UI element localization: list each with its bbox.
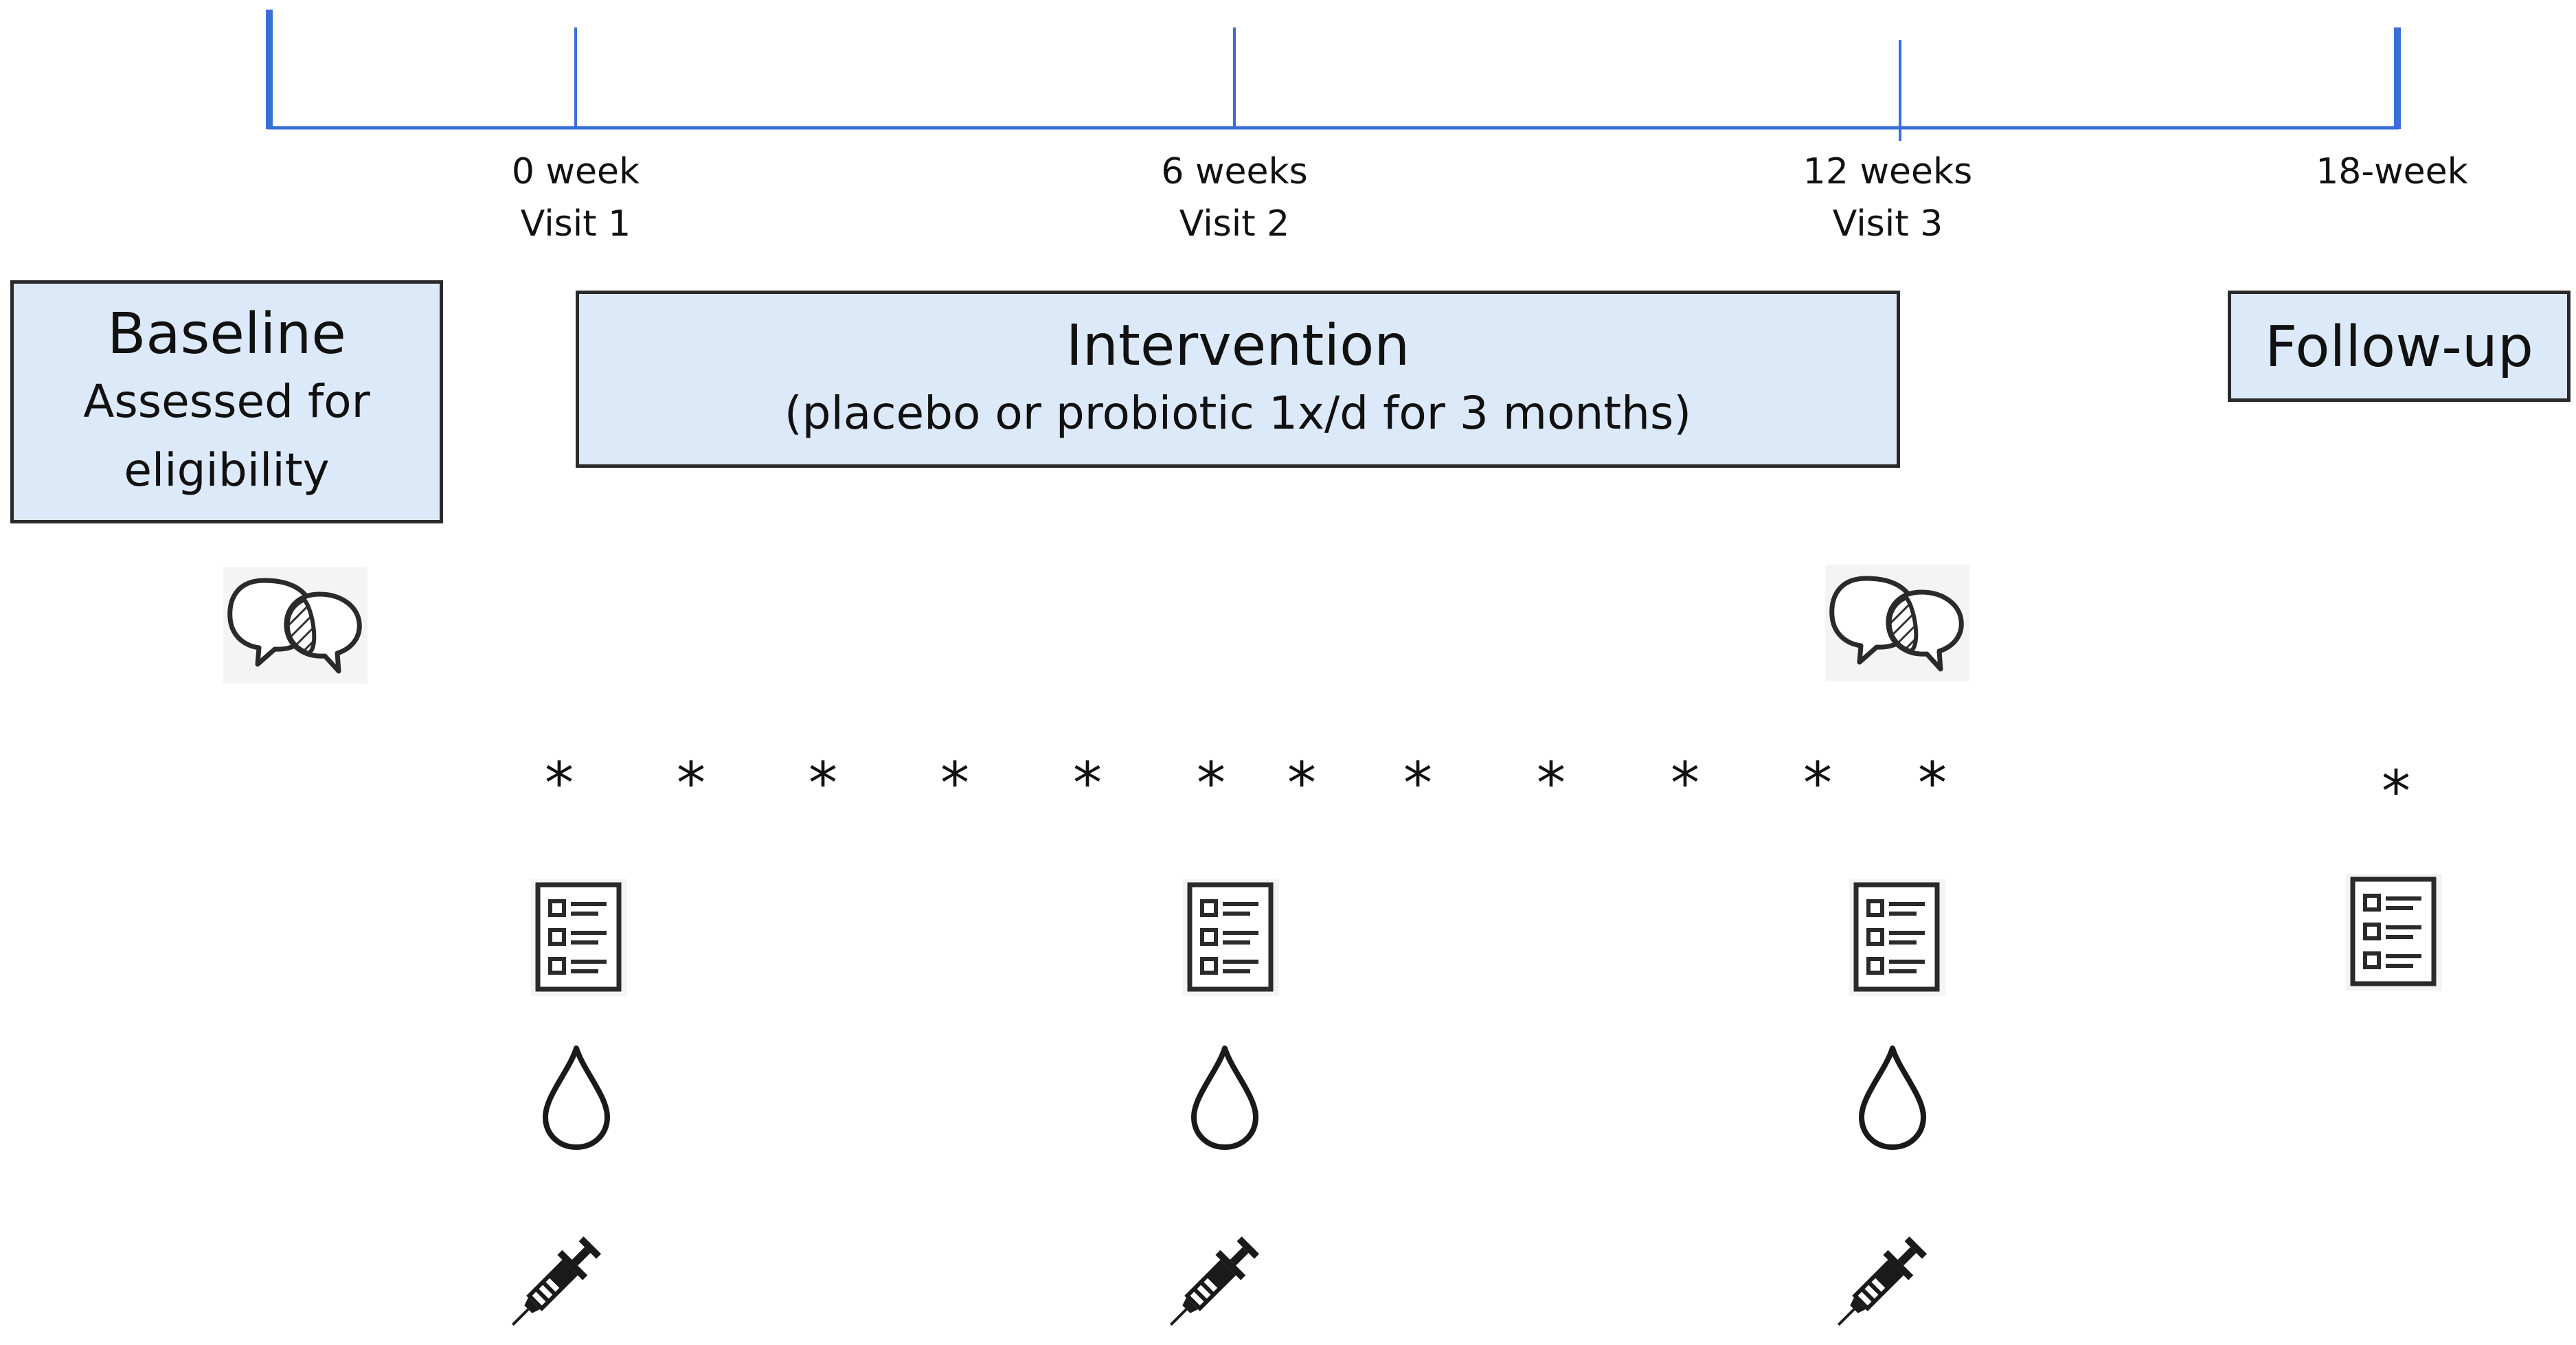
- weekly-marker: *: [1403, 749, 1432, 817]
- baseline-line-3: eligibility: [124, 444, 330, 497]
- tick-label-week-0-time: 0 week: [511, 151, 640, 192]
- intervention-subtitle: (placebo or probiotic 1x/d for 3 months): [784, 387, 1692, 440]
- checklist-icon: [1183, 879, 1279, 996]
- weekly-marker: *: [1197, 749, 1225, 817]
- checklist-icon: [1849, 879, 1945, 996]
- speech-bubbles-icon: [223, 567, 368, 683]
- weekly-marker: *: [1537, 749, 1566, 817]
- followup-title: Follow-up: [2265, 315, 2533, 380]
- timeline-axis: [266, 10, 2401, 141]
- syringe-icon: [501, 1231, 607, 1336]
- intervention-title: Intervention: [1065, 313, 1410, 378]
- weekly-marker: *: [1073, 749, 1102, 817]
- syringe-icon: [1827, 1231, 1932, 1336]
- drop-icon: [1194, 1048, 1256, 1147]
- tick-label-week-18-time: 18-week: [2316, 151, 2468, 192]
- baseline-title: Baseline: [107, 302, 346, 367]
- weekly-marker: *: [545, 749, 574, 817]
- tick-label-week-6-visit: Visit 2: [1179, 203, 1290, 245]
- weekly-marker: *: [1918, 749, 1947, 817]
- tick-label-week-12-visit: Visit 3: [1832, 203, 1943, 245]
- tick-label-week-18: 18-week: [2268, 146, 2516, 198]
- baseline-line-2: Assessed for: [83, 375, 370, 428]
- weekly-marker: *: [2382, 758, 2410, 825]
- weekly-marker: *: [1803, 749, 1832, 817]
- drop-icon: [545, 1048, 607, 1147]
- speech-bubbles-icon: [1825, 565, 1969, 681]
- weekly-marker: *: [809, 749, 837, 817]
- weekly-marker: *: [1671, 749, 1699, 817]
- baseline-box: Baseline Assessed for eligibility: [10, 280, 443, 523]
- tick-label-week-0: 0 week Visit 1: [452, 146, 699, 250]
- weekly-marker: *: [677, 749, 705, 817]
- tick-label-week-0-visit: Visit 1: [520, 203, 631, 245]
- tick-label-week-12-time: 12 weeks: [1803, 151, 1973, 192]
- syringe-icon: [1160, 1231, 1265, 1336]
- checklist-icon: [531, 879, 627, 996]
- tick-label-week-6-time: 6 weeks: [1161, 151, 1308, 192]
- tick-label-week-12: 12 weeks Visit 3: [1764, 146, 2011, 250]
- drop-icon: [1862, 1048, 1923, 1147]
- tick-label-week-6: 6 weeks Visit 2: [1111, 146, 1358, 250]
- intervention-box: Intervention (placebo or probiotic 1x/d …: [576, 291, 1900, 468]
- weekly-marker: *: [940, 749, 969, 817]
- followup-box: Follow-up: [2228, 291, 2571, 402]
- checklist-icon: [2346, 874, 2442, 991]
- weekly-marker: *: [1287, 749, 1316, 817]
